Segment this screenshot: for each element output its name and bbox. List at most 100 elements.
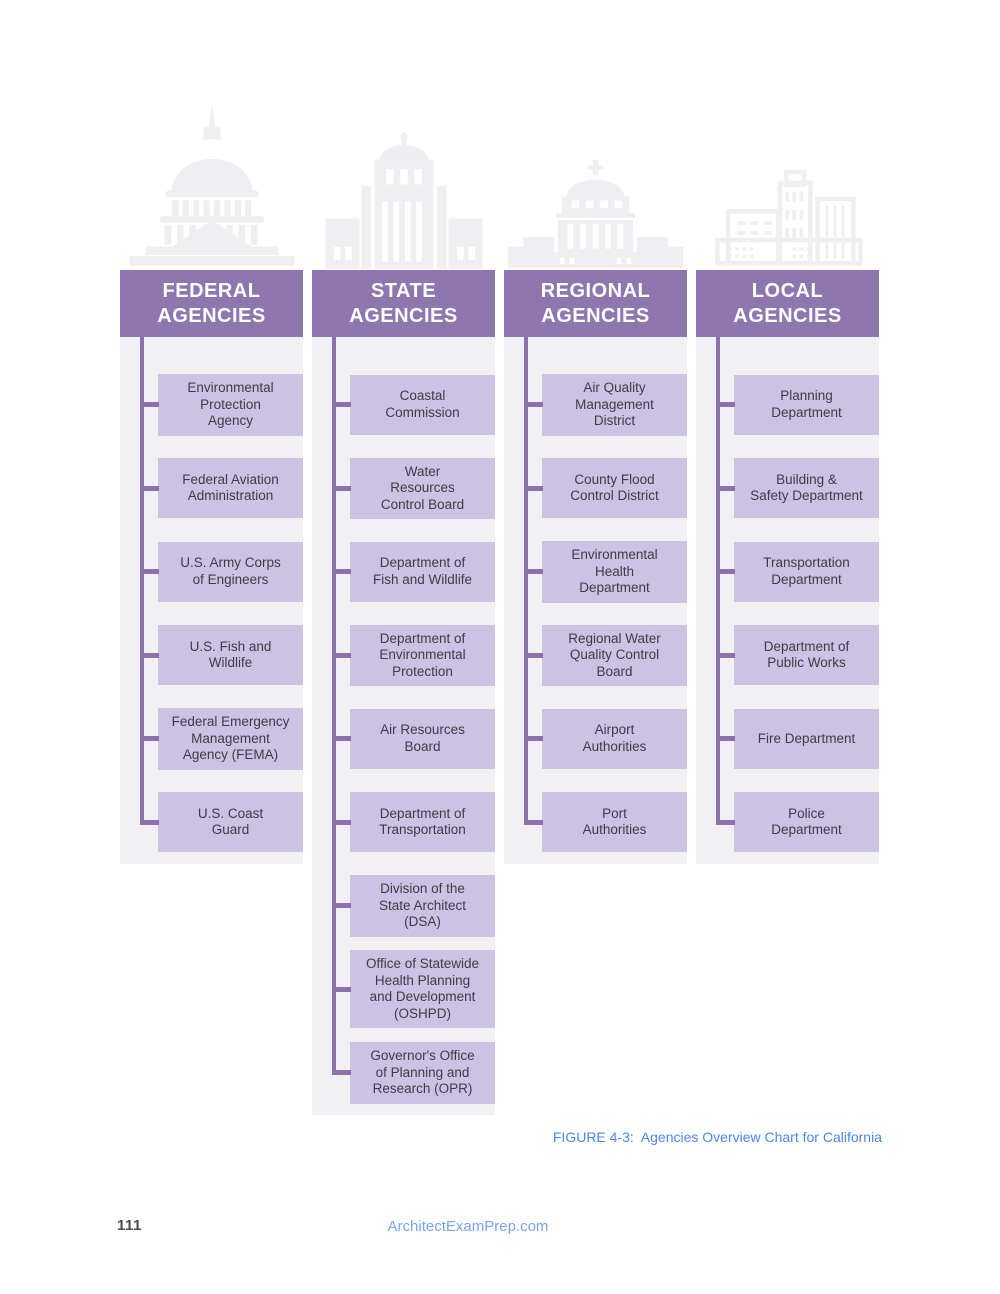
agency-box-state-4: Air Resources Board	[350, 708, 495, 769]
agency-slot: Transportation Department	[696, 530, 879, 614]
agency-slot: Department of Fish and Wildlife	[312, 530, 495, 614]
connector-stub	[140, 569, 159, 575]
regional-icon-cell	[504, 158, 687, 270]
agency-box-regional-4: Airport Authorities	[542, 708, 687, 769]
agency-slot: U.S. Fish and Wildlife	[120, 614, 303, 698]
column-header-federal: FEDERAL AGENCIES	[120, 270, 303, 337]
agency-box-regional-2: Environmental Health Department	[542, 541, 687, 603]
agency-slot: Planning Department	[696, 363, 879, 447]
agency-slot: Coastal Commission	[312, 363, 495, 447]
connector-line	[140, 337, 144, 825]
connector-stub	[332, 736, 351, 742]
connector-line	[524, 337, 528, 825]
connector-stub	[140, 819, 159, 825]
connector-stub	[716, 819, 735, 825]
figure-caption: FIGURE 4-3: Agencies Overview Chart for …	[552, 1129, 882, 1145]
connector-stub	[332, 1070, 351, 1076]
connector-stub	[524, 569, 543, 575]
agency-box-federal-3: U.S. Fish and Wildlife	[158, 625, 303, 686]
agency-slot: Port Authorities	[504, 781, 687, 865]
agency-box-local-5: Police Department	[734, 792, 879, 853]
agency-slot: County Flood Control District	[504, 447, 687, 531]
agency-slot: Division of the State Architect (DSA)	[312, 864, 495, 948]
agency-slot: Airport Authorities	[504, 697, 687, 781]
state-capitol-icon	[324, 132, 483, 269]
agency-slot: Regional Water Quality Control Board	[504, 614, 687, 698]
column-header-regional: REGIONAL AGENCIES	[504, 270, 687, 337]
agency-slot: Governor's Office of Planning and Resear…	[312, 1031, 495, 1115]
connector-stub	[332, 986, 351, 992]
connector-stub	[140, 485, 159, 491]
agency-box-state-5: Department of Transportation	[350, 792, 495, 853]
agency-box-federal-1: Federal Aviation Administration	[158, 458, 303, 519]
agency-slot: U.S. Coast Guard	[120, 781, 303, 865]
connector-stub	[524, 485, 543, 491]
city-buildings-icon	[714, 169, 863, 266]
agency-slot: Air Quality Management District	[504, 363, 687, 447]
agency-box-local-2: Transportation Department	[734, 541, 879, 602]
agency-slot: Department of Transportation	[312, 781, 495, 865]
connector-stub	[332, 819, 351, 825]
agencies-overview-chart: FEDERAL AGENCIES Environmental Protection…	[120, 88, 882, 1115]
agency-box-state-8: Governor's Office of Planning and Resear…	[350, 1042, 495, 1104]
connector-stub	[140, 652, 159, 658]
agency-box-federal-0: Environmental Protection Agency	[158, 374, 303, 436]
connector-stub	[332, 402, 351, 408]
agency-box-state-3: Department of Environmental Protection	[350, 624, 495, 686]
connector-stub	[332, 485, 351, 491]
agency-slot: Federal Emergency Management Agency (FEM…	[120, 697, 303, 781]
connector-stub	[332, 903, 351, 909]
connector-stub	[524, 402, 543, 408]
agency-slot: Office of Statewide Health Planning and …	[312, 948, 495, 1032]
page-number: 111	[117, 1217, 142, 1234]
agency-box-regional-3: Regional Water Quality Control Board	[542, 624, 687, 686]
connector-stub	[716, 485, 735, 491]
state-icon-cell	[312, 130, 495, 270]
agency-box-state-6: Division of the State Architect (DSA)	[350, 875, 495, 937]
connector-line	[716, 337, 720, 825]
federal-icon-cell	[120, 100, 303, 270]
agency-slot: U.S. Army Corps of Engineers	[120, 530, 303, 614]
agency-box-state-2: Department of Fish and Wildlife	[350, 541, 495, 602]
connector-stub	[332, 569, 351, 575]
agency-slot: Police Department	[696, 781, 879, 865]
agency-box-federal-4: Federal Emergency Management Agency (FEM…	[158, 708, 303, 770]
agency-slot: Water Resources Control Board	[312, 447, 495, 531]
us-capitol-dome-icon	[129, 104, 294, 266]
agency-slot: Department of Environmental Protection	[312, 614, 495, 698]
agency-box-regional-1: County Flood Control District	[542, 458, 687, 519]
connector-stub	[524, 819, 543, 825]
agency-box-state-0: Coastal Commission	[350, 374, 495, 435]
agency-box-state-1: Water Resources Control Board	[350, 457, 495, 519]
agency-box-regional-0: Air Quality Management District	[542, 374, 687, 436]
column-header-state: STATE AGENCIES	[312, 270, 495, 337]
agency-slot: Environmental Protection Agency	[120, 363, 303, 447]
agency-box-local-1: Building & Safety Department	[734, 458, 879, 519]
agency-box-federal-5: U.S. Coast Guard	[158, 792, 303, 853]
background-icon-band	[120, 88, 882, 270]
connector-stub	[524, 652, 543, 658]
connector-stub	[716, 652, 735, 658]
agency-slot: Air Resources Board	[312, 697, 495, 781]
agency-slot: Fire Department	[696, 697, 879, 781]
agency-column-federal: FEDERAL AGENCIES Environmental Protection…	[120, 270, 303, 864]
agency-slot: Federal Aviation Administration	[120, 447, 303, 531]
connector-stub	[140, 402, 159, 408]
agency-slot: Environmental Health Department	[504, 530, 687, 614]
agency-box-local-0: Planning Department	[734, 374, 879, 435]
footer-website-link[interactable]: ArchitectExamPrep.com	[387, 1218, 549, 1235]
agency-column-regional: REGIONAL AGENCIES Air Quality Management …	[504, 270, 687, 864]
connector-stub	[140, 736, 159, 742]
agency-box-local-3: Department of Public Works	[734, 625, 879, 686]
agency-box-regional-5: Port Authorities	[542, 792, 687, 853]
connector-line	[332, 337, 336, 1076]
connector-stub	[524, 736, 543, 742]
agency-columns: FEDERAL AGENCIES Environmental Protection…	[120, 270, 882, 1115]
agency-box-state-7: Office of Statewide Health Planning and …	[350, 950, 495, 1029]
domed-courthouse-icon	[507, 160, 684, 268]
connector-stub	[716, 736, 735, 742]
connector-stub	[716, 402, 735, 408]
